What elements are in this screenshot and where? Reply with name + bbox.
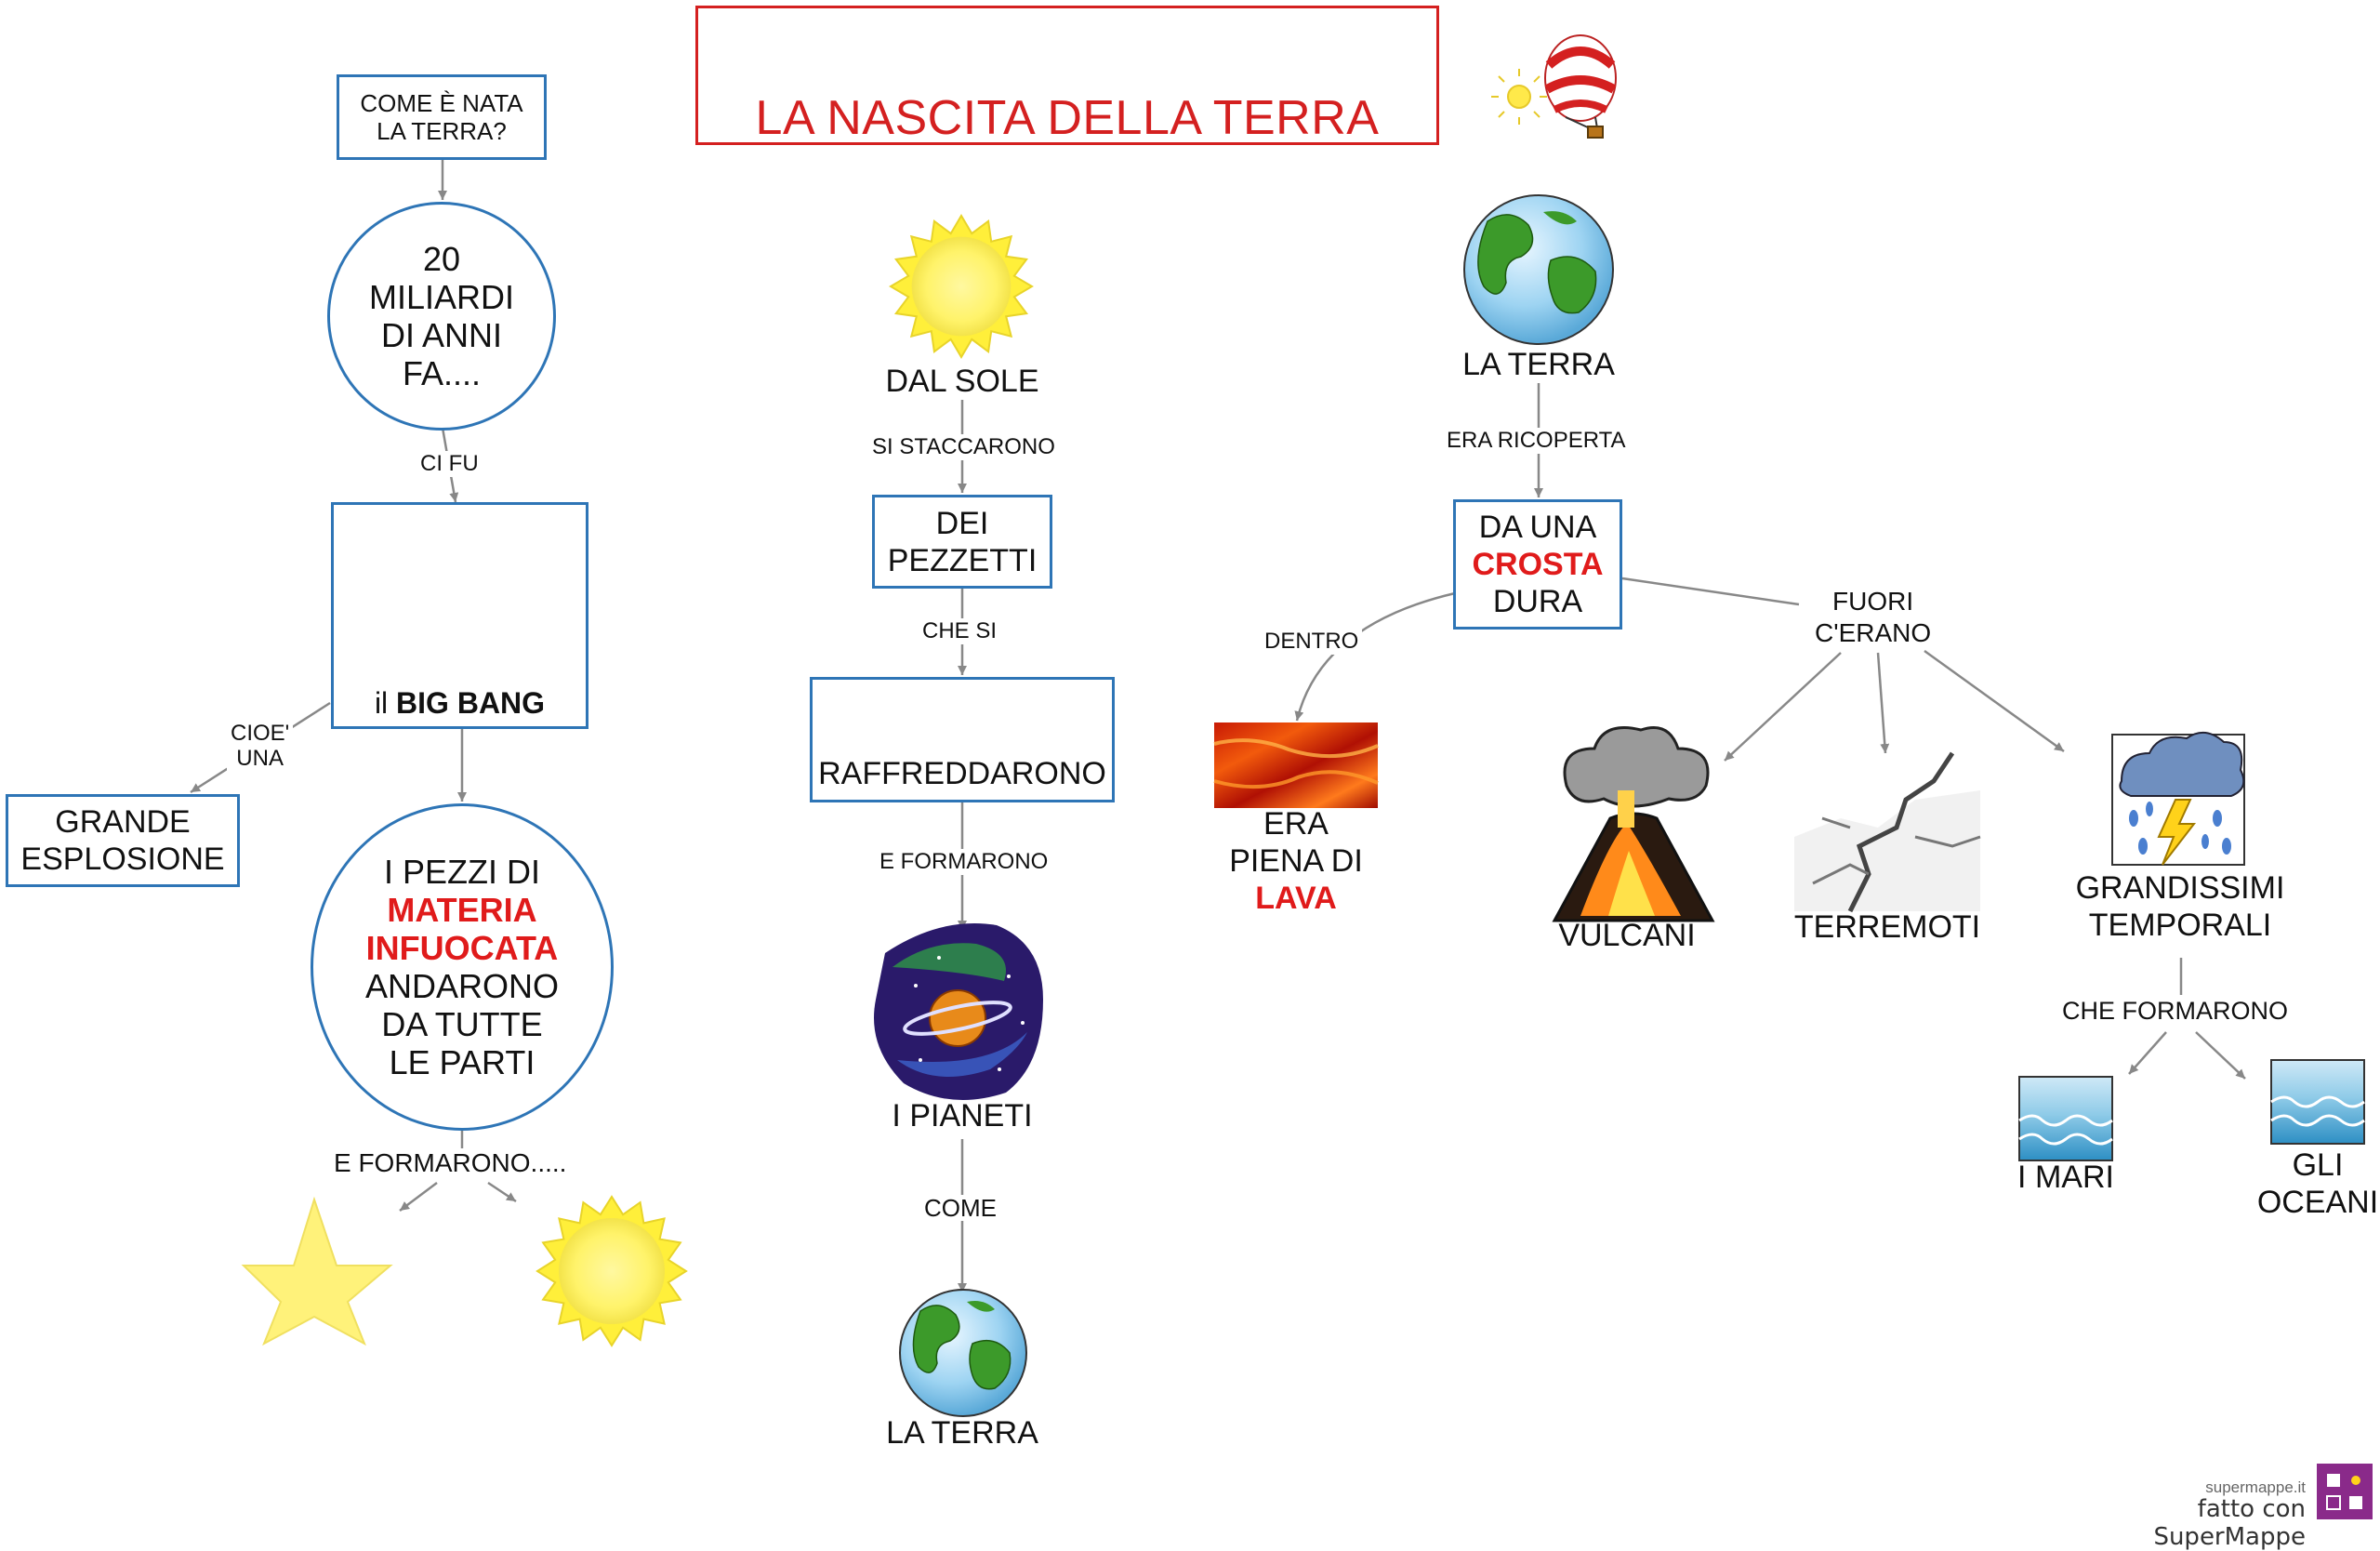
lava-text: ERA PIENA DI LAVA <box>1203 805 1389 917</box>
crust-box: DA UNA CROSTA DURA <box>1453 499 1622 630</box>
storms-line-1: GRANDISSIMI <box>2075 870 2285 906</box>
footer-made-with: fatto con SuperMappe <box>2153 1495 2306 1551</box>
cooled-box: RAFFREDDARONO <box>810 677 1115 802</box>
oceans-line-2: OCEANI <box>2256 1185 2379 1220</box>
label-cioe: CIOE' UNA <box>227 721 294 771</box>
ocean-image <box>2270 1059 2365 1145</box>
time-line-2: MILIARDI <box>368 278 515 316</box>
earthquake-image <box>1794 751 1981 913</box>
earth-label-middle: LA TERRA <box>886 1415 1038 1451</box>
lava-line-1: ERA <box>1263 806 1329 842</box>
star-icon <box>241 1196 393 1346</box>
sun-icon-bottom <box>536 1195 688 1347</box>
question-line-2: LA TERRA? <box>377 117 507 145</box>
time-line-3: DI ANNI <box>380 316 503 354</box>
supermappe-logo-icon <box>2317 1464 2373 1519</box>
label-cioe-line-2: UNA <box>236 746 284 771</box>
earth-icon-right <box>1463 194 1614 345</box>
crust-line-1: DA UNA <box>1478 510 1597 545</box>
hot-air-balloon-icon <box>1491 34 1617 139</box>
label-che-formarono: CHE FORMARONO <box>2058 998 2292 1024</box>
pieces-box-line-1: DEI <box>935 505 989 541</box>
page-title: LA NASCITA DELLA TERRA <box>755 91 1380 145</box>
planets-image <box>874 923 1043 1100</box>
lava-red: LAVA <box>1255 881 1337 916</box>
pieces-box: DEI PEZZETTI <box>872 495 1052 589</box>
oceans-label: GLI OCEANI <box>2231 1147 2380 1221</box>
big-bang-box: il BIG BANG <box>331 502 588 729</box>
pieces-red-2: INFUOCATA <box>365 929 559 967</box>
oceans-line-1: GLI <box>2292 1147 2344 1183</box>
label-cioe-line-1: CIOE' <box>231 721 290 746</box>
label-fuori-line-1: FUORI <box>1832 587 1914 616</box>
label-che-si: CHE SI <box>919 618 1001 644</box>
pieces-line-1: I PEZZI DI <box>383 853 540 891</box>
explosion-line-2: ESPLOSIONE <box>20 842 225 877</box>
pieces-line-2: ANDARONO <box>364 967 560 1005</box>
time-circle: 20 MILIARDI DI ANNI FA.... <box>327 202 556 431</box>
pieces-circle: I PEZZI DI MATERIA INFUOCATA ANDARONO DA… <box>311 803 614 1131</box>
label-ricoperta: ERA RICOPERTA <box>1443 428 1630 454</box>
crust-red: CROSTA <box>1472 547 1604 582</box>
time-line-1: 20 <box>422 240 461 278</box>
big-bang-caption: il BIG BANG <box>375 685 545 721</box>
label-formarono-left: E FORMARONO..... <box>330 1148 571 1178</box>
label-come: COME <box>920 1195 1000 1221</box>
crust-line-2: DURA <box>1492 584 1583 619</box>
lava-line-2: PIENA DI <box>1229 843 1363 879</box>
storm-cloud-icon <box>2111 732 2245 866</box>
volcanoes-label: VULCANI <box>1558 918 1696 953</box>
pieces-box-line-2: PEZZETTI <box>887 542 1038 578</box>
pieces-line-3: DA TUTTE <box>381 1005 543 1043</box>
storms-label: GRANDISSIMI TEMPORALI <box>2045 869 2315 944</box>
lava-image <box>1213 722 1379 808</box>
label-staccarono: SI STACCARONO <box>868 434 1059 460</box>
pieces-red-1: MATERIA <box>387 891 537 929</box>
cooled-label: RAFFREDDARONO <box>818 756 1106 791</box>
title-box: LA NASCITA DELLA TERRA <box>695 6 1439 145</box>
earthquakes-label: TERREMOTI <box>1793 909 1981 945</box>
sun-icon-top <box>889 214 1034 359</box>
explosion-line-1: GRANDE <box>55 804 191 840</box>
big-bang-label: BIG BANG <box>396 686 546 720</box>
label-fuori: FUORI C'ERANO <box>1811 586 1936 649</box>
footer-site: supermappe.it <box>2205 1478 2306 1496</box>
time-line-4: FA.... <box>402 354 482 392</box>
sea-image <box>2018 1076 2113 1161</box>
sun-label: DAL SOLE <box>885 364 1039 399</box>
pieces-line-4: LE PARTI <box>389 1043 536 1081</box>
question-line-1: COME È NATA <box>360 89 523 117</box>
question-box: COME È NATA LA TERRA? <box>337 74 547 160</box>
label-dentro: DENTRO <box>1261 629 1363 655</box>
label-formarono-middle: E FORMARONO <box>876 849 1052 875</box>
big-bang-prefix: il <box>374 686 389 720</box>
label-ci-fu: CI FU <box>416 451 483 477</box>
label-fuori-line-2: C'ERANO <box>1815 618 1932 647</box>
earth-icon-middle <box>899 1289 1027 1417</box>
earth-label-right: LA TERRA <box>1462 347 1615 382</box>
explosion-box: GRANDE ESPLOSIONE <box>6 794 240 887</box>
volcano-icon <box>1552 726 1715 922</box>
seas-label: I MARI <box>2017 1160 2114 1195</box>
storms-line-2: TEMPORALI <box>2088 908 2272 943</box>
planets-label: I PIANETI <box>892 1098 1033 1133</box>
